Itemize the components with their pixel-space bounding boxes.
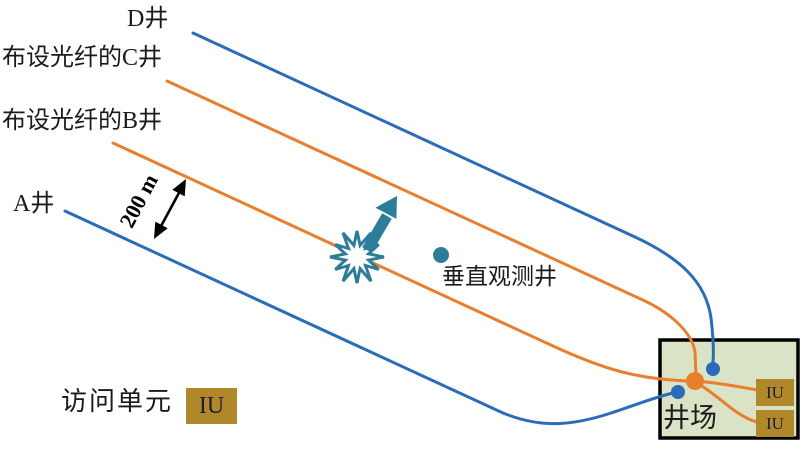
scale-arrow-head-top: [172, 179, 186, 197]
fiber-junction-dot: [686, 372, 704, 390]
scale-arrow-head-bottom: [154, 221, 168, 239]
well-label-c: 布设光纤的C井: [2, 45, 163, 71]
access-unit-label: 访问单元: [61, 387, 174, 416]
event-direction-arrow-shaft: [362, 213, 392, 253]
wellhead-dot-a: [671, 385, 685, 399]
site-iu-unit-1: IU: [756, 379, 794, 406]
well-line-d: [191, 31, 715, 364]
observation-well-label: 垂直观测井: [442, 264, 557, 289]
site-iu-unit-2: IU: [756, 410, 794, 437]
well-line-b: [111, 141, 690, 383]
access-unit-iu-badge: IU: [186, 388, 237, 424]
well-label-b: 布设光纤的B井: [2, 108, 163, 134]
observation-well-dot: [433, 247, 449, 263]
well-label-d: D井: [127, 6, 169, 32]
scale-arrow-shaft: [158, 190, 182, 229]
well-label-a: A井: [13, 191, 55, 217]
well-site-label: 井场: [663, 403, 717, 433]
well-line-a: [63, 209, 675, 426]
event-direction-arrow-head: [375, 196, 397, 219]
wellhead-dot-d: [706, 362, 720, 376]
well-line-c: [165, 79, 698, 377]
